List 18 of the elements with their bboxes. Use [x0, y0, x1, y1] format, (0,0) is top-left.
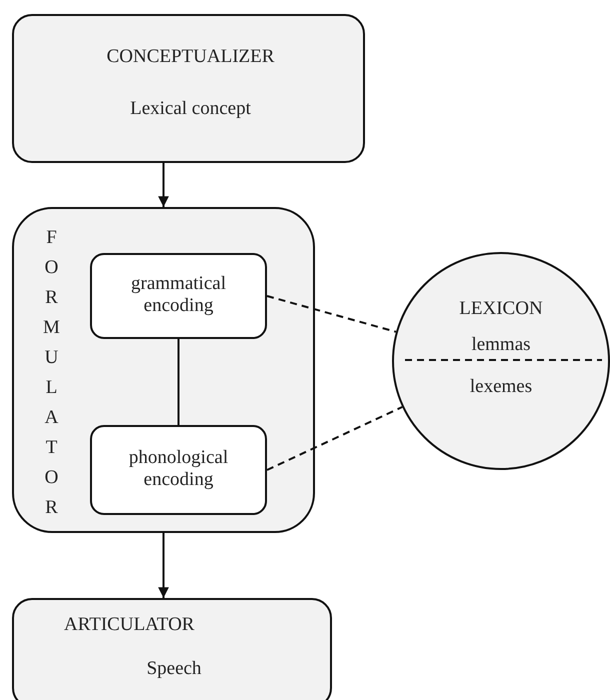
label-text: Lexical concept: [129, 98, 252, 120]
process-box: [90, 253, 267, 339]
stage-box: [12, 14, 365, 163]
connector-line: [178, 339, 180, 425]
stage-box: [12, 207, 315, 533]
vertical-title: FORMULATOR: [42, 226, 61, 520]
title-text: ARTICULATOR: [64, 614, 194, 636]
dashed-connector: [266, 295, 396, 333]
label-text: lemmas: [470, 334, 532, 356]
label-text: lexemes: [468, 376, 534, 398]
process-box: [90, 425, 267, 515]
label-text: phonological encoding: [128, 447, 230, 491]
label-text: grammatical encoding: [130, 273, 227, 317]
label-text: Speech: [146, 658, 202, 680]
title-text: CONCEPTUALIZER: [106, 46, 276, 68]
title-text: LEXICON: [458, 298, 544, 320]
stage-box: [12, 598, 332, 700]
dashed-connector: [266, 406, 403, 471]
